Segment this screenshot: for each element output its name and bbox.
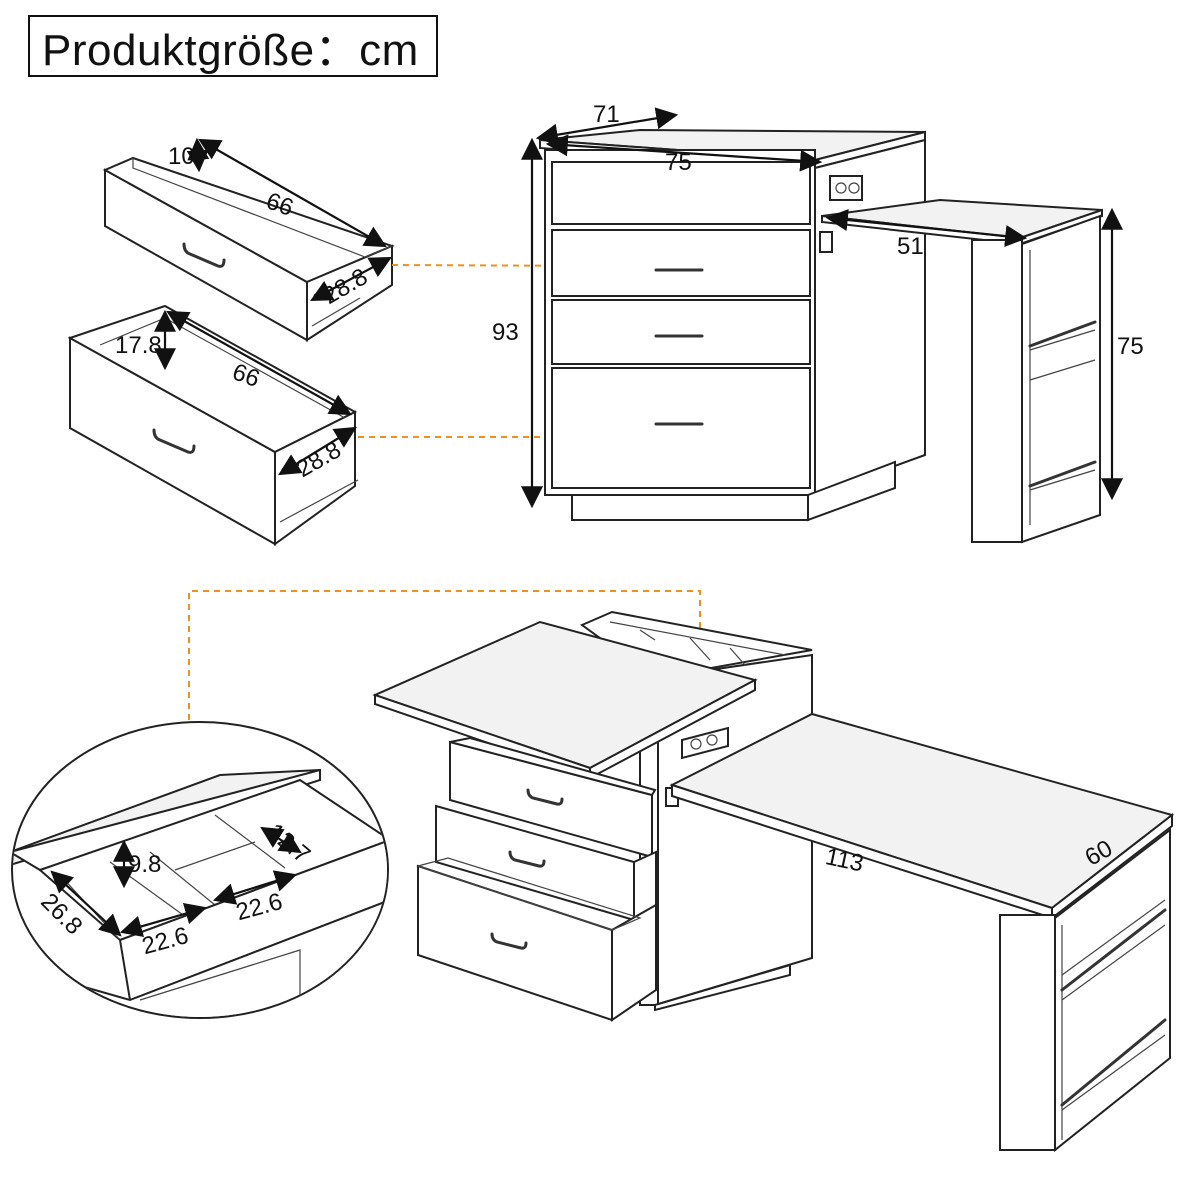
cabinet-closed: [539, 128, 926, 522]
compartment-width-b-arrow: [212, 870, 298, 905]
compartment-detail: [11, 721, 389, 1019]
power-outlet-icon: [681, 726, 729, 760]
drawer-handle-icon: [152, 428, 196, 454]
drawer-handle-icon: [182, 242, 226, 268]
desk-extended: [669, 712, 1175, 1153]
top-drawer-height-label: 10: [168, 143, 195, 170]
cabinet-width-label: 75: [665, 149, 692, 176]
compartment-depth-small-arrow: [260, 826, 302, 854]
top-drawer-height-arrow: [186, 137, 210, 173]
cabinet-depth-label: 71: [593, 101, 620, 128]
power-outlet-icon: [829, 175, 863, 201]
compartment-height-label: 9.8: [128, 851, 161, 878]
cabinet-height-label: 93: [492, 319, 519, 346]
drawer-handle-icon: [508, 850, 546, 868]
cabinet-depth-arrow: [535, 107, 679, 146]
drawer-handle-icon: [526, 788, 564, 806]
top-drawer-depth-arrow: [198, 138, 387, 248]
drawer-handle-icon: [490, 932, 528, 950]
desk-height-label: 75: [1117, 333, 1144, 360]
bottom-drawer-depth-arrow: [166, 310, 352, 416]
compartment-depth-arrow: [50, 870, 122, 937]
cabinet-open: [372, 610, 813, 1022]
bottom-drawer: [67, 304, 359, 546]
top-drawer-width-arrow: [310, 256, 392, 302]
connector-line: [391, 264, 613, 267]
product-size-title: Produktgröße：cm: [28, 15, 438, 77]
desk-extension-arrow: [825, 209, 1028, 247]
compartment-width-a-arrow: [119, 902, 208, 938]
cabinet-width-arrow: [545, 134, 823, 172]
bottom-drawer-height-label: 17.8: [115, 332, 162, 359]
desk-extension-label: 51: [897, 233, 924, 260]
bottom-drawer-width-arrow: [278, 426, 357, 476]
